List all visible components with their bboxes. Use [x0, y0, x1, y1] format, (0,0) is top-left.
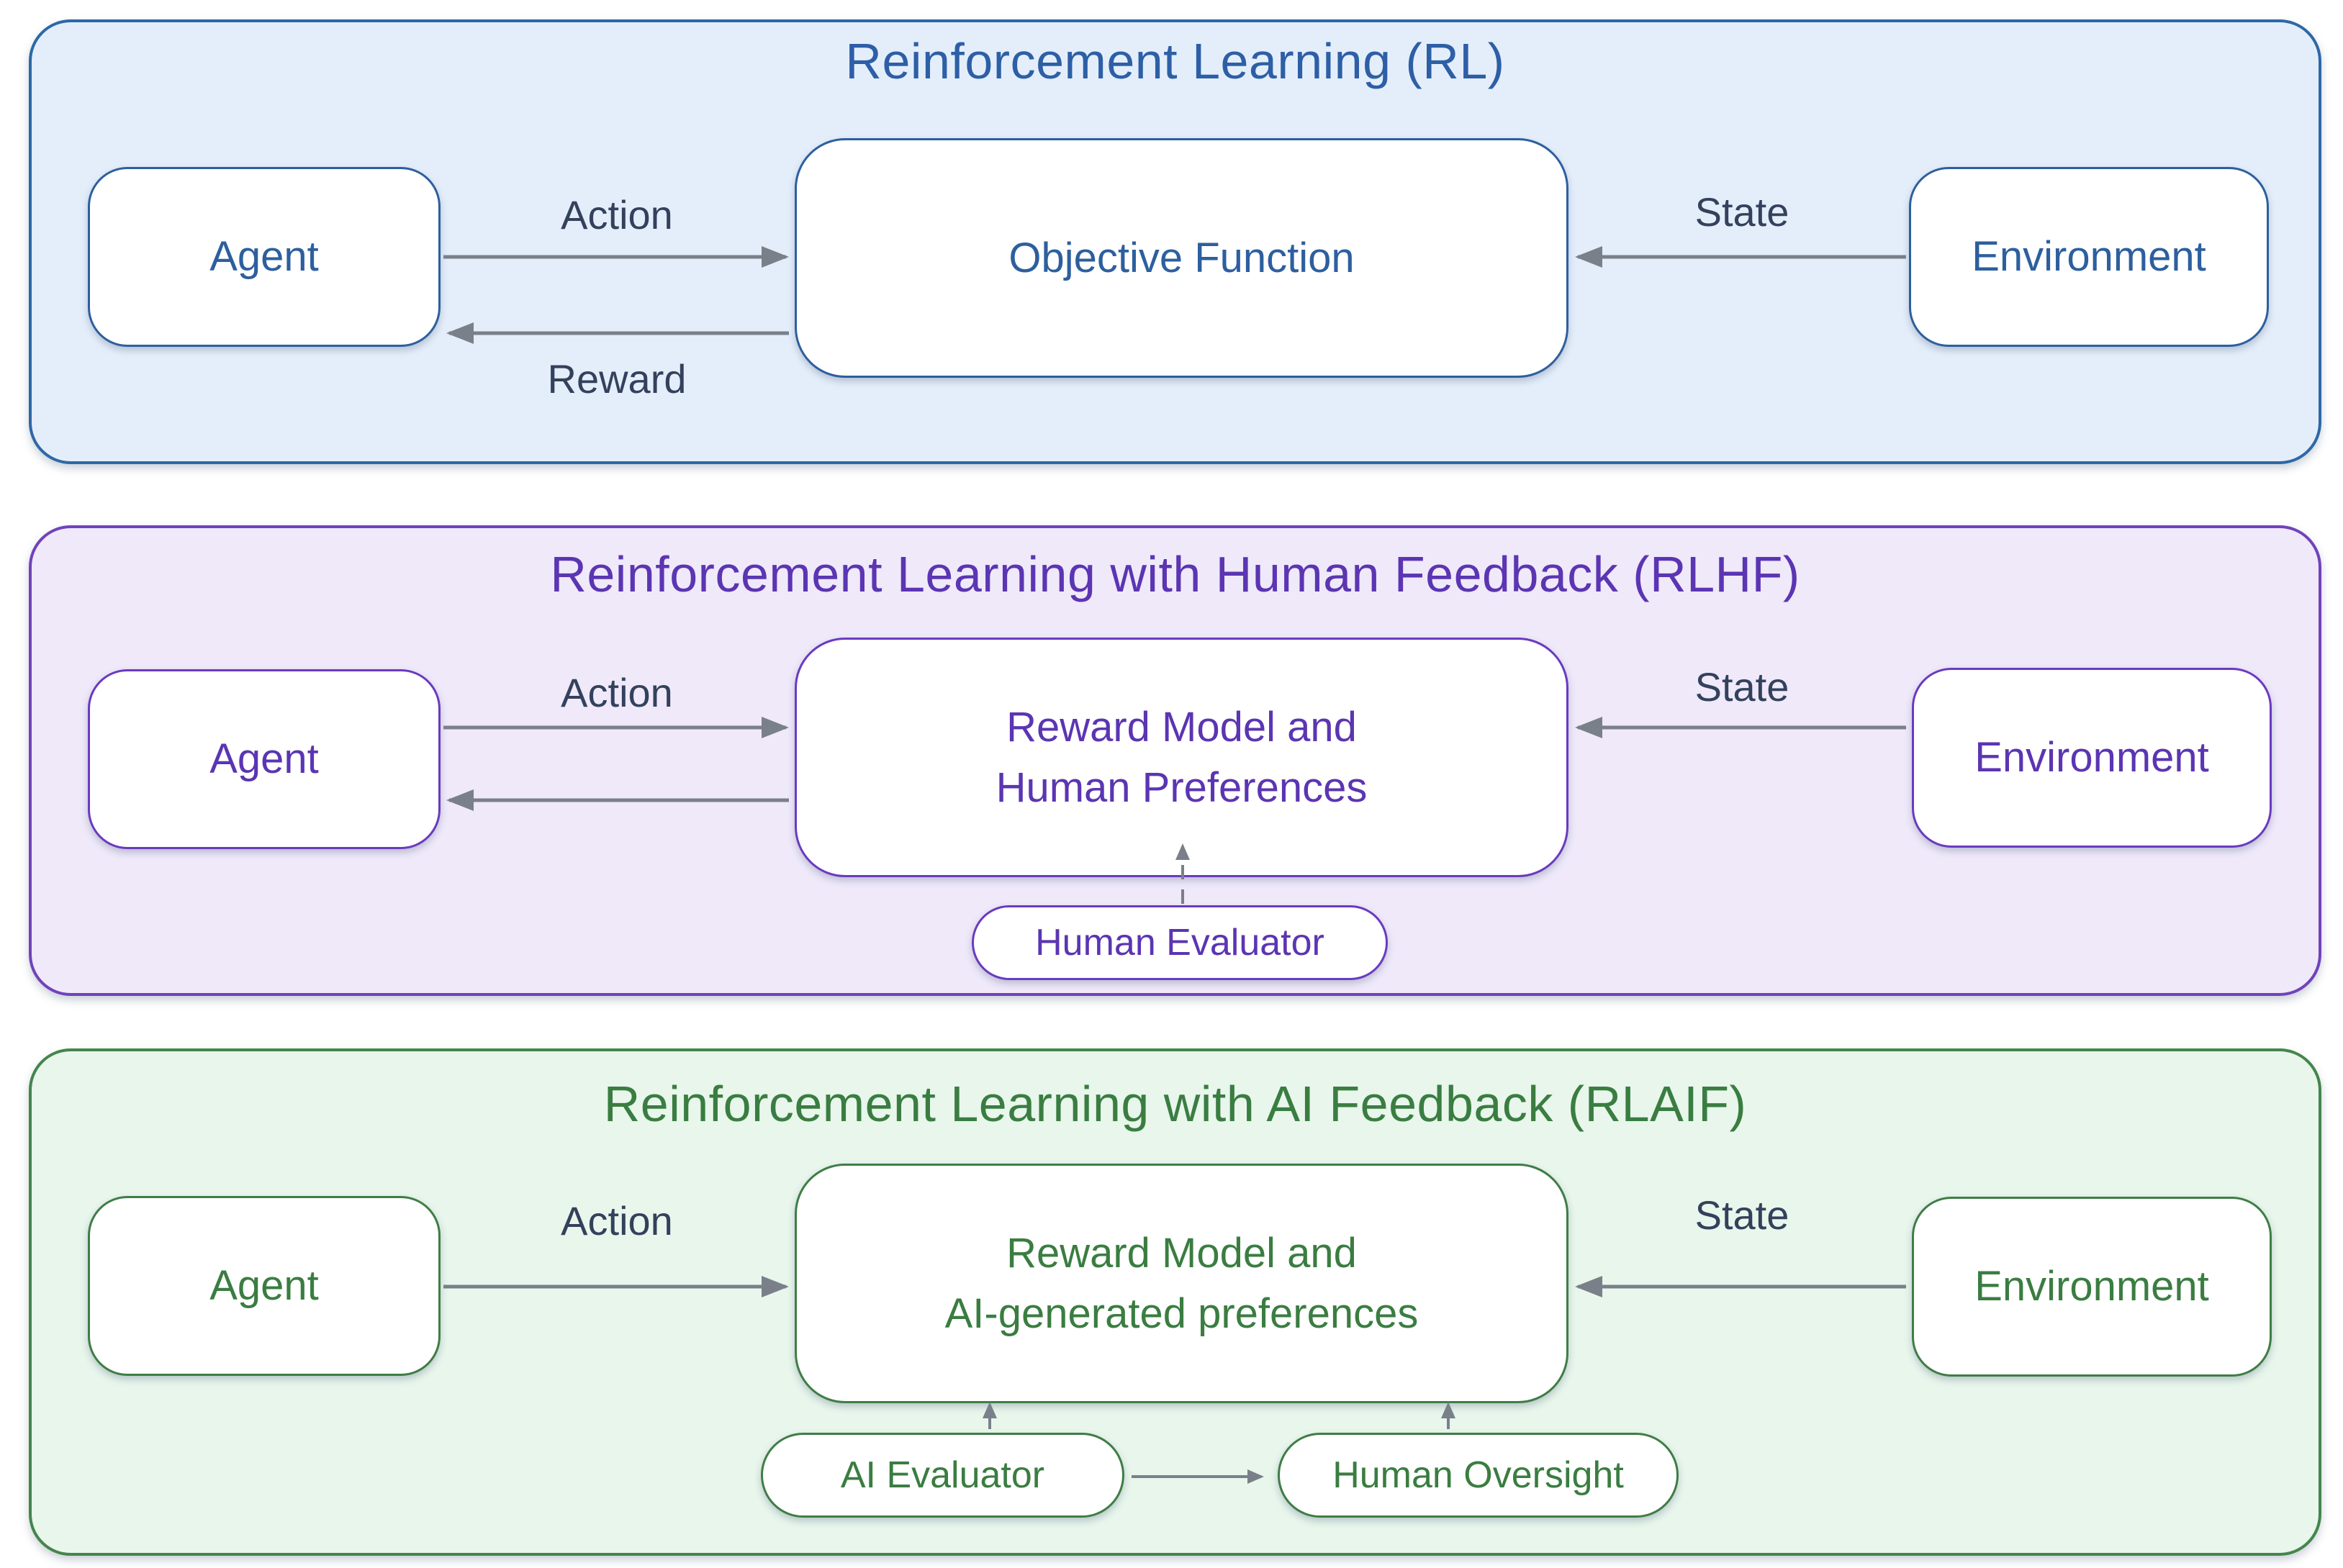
edge-label-action-rl: Action: [561, 192, 673, 237]
node-agent-rl-label: Agent: [209, 233, 319, 280]
node-objective-function: Objective Function: [795, 138, 1568, 378]
node-environment-rl: Environment: [1909, 167, 2269, 347]
node-reward-model-line1: Reward Model and: [1006, 703, 1357, 751]
node-ai-evaluator: AI Evaluator: [761, 1433, 1124, 1518]
node-human-evaluator-label: Human Evaluator: [1035, 922, 1324, 964]
node-reward-model-ai-preferences: Reward Model and AI-generated preference…: [795, 1164, 1568, 1403]
panel-rl-title: Reinforcement Learning (RL): [845, 33, 1505, 89]
node-agent-rlhf-label: Agent: [209, 735, 319, 782]
node-reward-model-ai-line1: Reward Model and: [1006, 1229, 1357, 1277]
node-reward-model-line2: Human Preferences: [996, 763, 1368, 811]
node-environment-rlaif-label: Environment: [1974, 1263, 2209, 1310]
node-human-oversight-label: Human Oversight: [1332, 1454, 1624, 1496]
edge-label-action-rlhf: Action: [561, 670, 673, 715]
node-agent-rl: Agent: [88, 167, 441, 347]
node-agent-rlaif: Agent: [88, 1196, 441, 1376]
edge-label-state-rl: State: [1694, 189, 1789, 235]
edge-label-state-rlhf: State: [1694, 664, 1789, 710]
node-environment-rlhf: Environment: [1912, 668, 2272, 848]
edge-label-action-rlaif: Action: [561, 1198, 673, 1243]
node-objective-function-label: Objective Function: [1008, 234, 1355, 281]
panel-rlhf-title: Reinforcement Learning with Human Feedba…: [550, 546, 1800, 602]
panel-rlaif-title: Reinforcement Learning with AI Feedback …: [603, 1076, 1747, 1132]
node-agent-rlhf: Agent: [88, 669, 441, 849]
node-environment-rlaif: Environment: [1912, 1197, 2272, 1377]
edge-label-state-rlaif: State: [1694, 1192, 1789, 1238]
node-environment-rlhf-label: Environment: [1974, 734, 2209, 781]
node-human-evaluator: Human Evaluator: [972, 905, 1388, 980]
node-environment-rl-label: Environment: [1972, 233, 2206, 280]
node-reward-model-human-preferences: Reward Model and Human Preferences: [795, 638, 1568, 877]
node-reward-model-ai-line2: AI-generated preferences: [944, 1290, 1419, 1337]
node-ai-evaluator-label: AI Evaluator: [840, 1454, 1045, 1496]
node-agent-rlaif-label: Agent: [209, 1262, 319, 1309]
edge-label-reward-rl: Reward: [547, 356, 687, 402]
node-human-oversight: Human Oversight: [1278, 1433, 1679, 1518]
